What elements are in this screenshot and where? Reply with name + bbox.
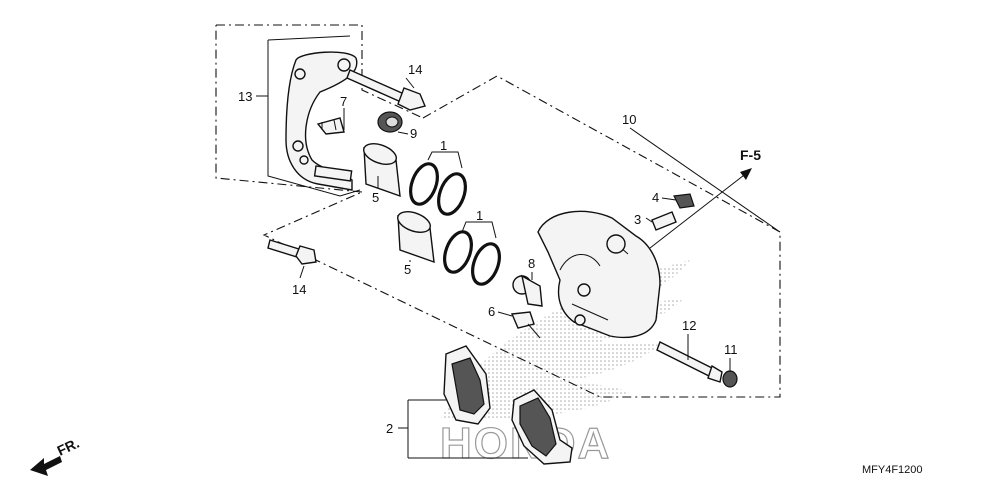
callout-1-upper: 1	[440, 138, 447, 153]
callout-5-upper: 5	[372, 190, 379, 205]
direction-label: FR.	[55, 435, 82, 459]
callout-12: 11	[724, 342, 738, 357]
piston-seals-lower	[443, 230, 501, 286]
callout-14-upper: 14	[408, 62, 422, 77]
banjo-bolt	[512, 274, 543, 307]
callout-9: 9	[410, 126, 417, 141]
pin-boot	[377, 111, 403, 133]
caliper-assembly-outline	[262, 75, 781, 398]
caliper-pin	[656, 341, 723, 383]
caliper-body	[537, 210, 661, 339]
callout-leaders	[256, 77, 781, 459]
reference-label: F-5	[740, 147, 761, 163]
callout-7: 7	[340, 94, 347, 109]
callout-10: 10	[622, 112, 636, 127]
callout-1-lower: 1	[476, 208, 483, 223]
callout-3: 3	[634, 212, 641, 227]
bracket-group-outline	[215, 24, 424, 193]
front-direction-arrow	[30, 456, 62, 476]
bracket-bolt-upper	[346, 69, 426, 111]
callout-8: 8	[528, 256, 535, 271]
bracket-bolt-lower	[267, 239, 317, 265]
callout-11: 13	[238, 89, 252, 104]
callout-4: 4	[652, 190, 659, 205]
callout-6: 6	[488, 304, 495, 319]
diagram-code: MFY4F1200	[862, 464, 923, 476]
inner-bracket-border	[267, 35, 361, 197]
callout-5-lower: 5	[404, 262, 411, 277]
pad-shim	[510, 311, 541, 339]
reference-arrow	[649, 168, 752, 249]
pad-spring-clip	[316, 117, 345, 135]
caliper-bracket	[285, 51, 358, 191]
bleeder-cap	[673, 193, 695, 209]
piston-lower	[397, 211, 435, 264]
piston-upper	[363, 143, 401, 198]
callout-13: 12	[682, 318, 696, 333]
pin-plug	[722, 370, 738, 388]
callout-2: 2	[386, 421, 393, 436]
callout-14-lower: 14	[292, 282, 306, 297]
brake-pad-inner	[443, 345, 491, 425]
brake-pad-outer	[511, 389, 573, 465]
bleeder-screw	[651, 211, 677, 231]
piston-seals-upper	[409, 162, 467, 216]
